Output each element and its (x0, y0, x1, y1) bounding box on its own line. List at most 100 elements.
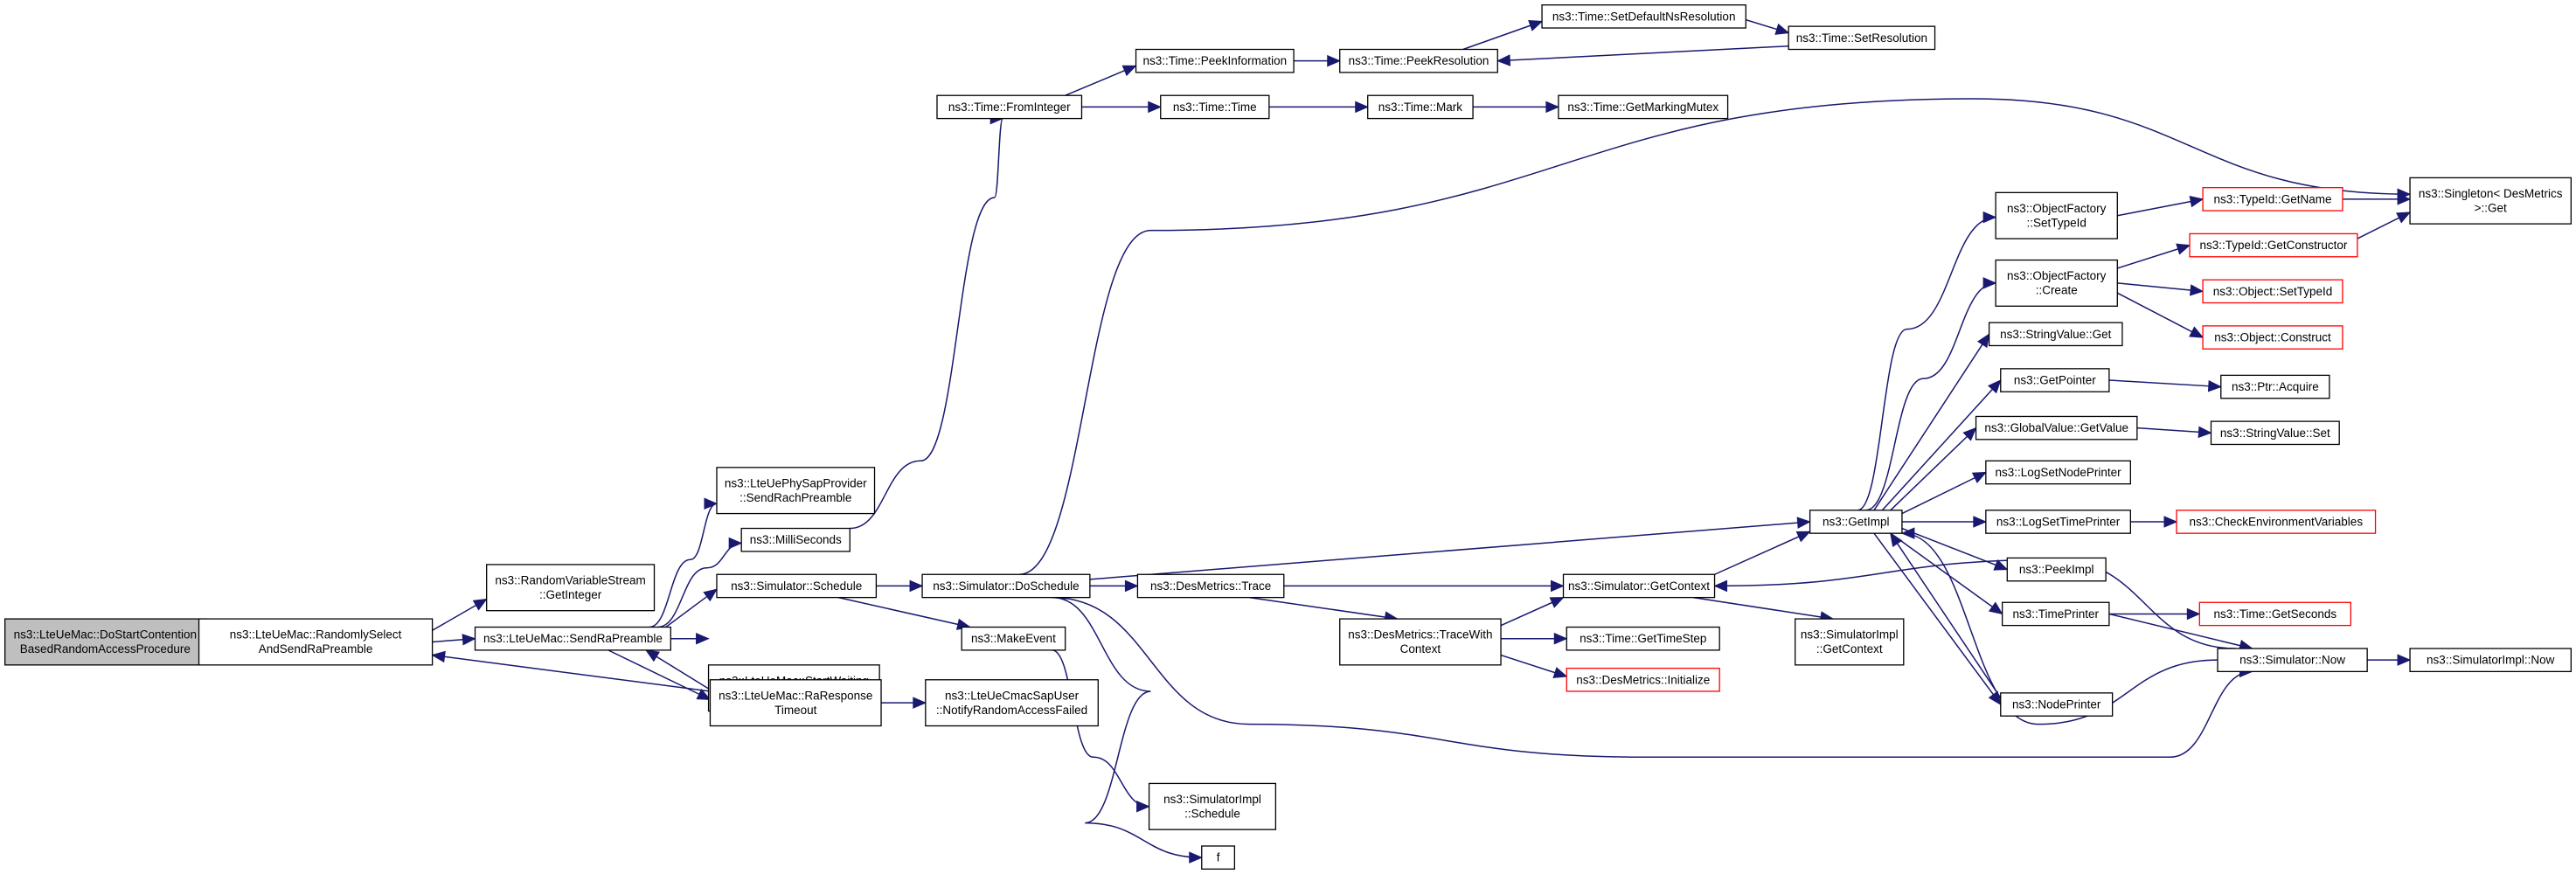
node-box[interactable] (2198, 601, 2351, 627)
node-time-time[interactable]: ns3::Time::Time (1160, 94, 1270, 120)
node-box[interactable] (2001, 601, 2110, 627)
node-from-int[interactable]: ns3::Time::FromInteger (936, 94, 1083, 120)
node-bang[interactable]: f (1201, 845, 1236, 871)
node-box[interactable] (709, 679, 882, 727)
node-box[interactable] (1339, 618, 1502, 666)
node-box[interactable] (2220, 374, 2330, 399)
node-box[interactable] (1201, 845, 1236, 871)
node-send-rapre[interactable]: ns3::LteUeMac::SendRaPreamble (474, 626, 671, 651)
node-rvs-getint[interactable]: ns3::RandomVariableStream::GetInteger (486, 564, 656, 612)
node-sim-sched[interactable]: ns3::Simulator::Schedule (716, 573, 878, 599)
node-ptr-acquire[interactable]: ns3::Ptr::Acquire (2220, 374, 2330, 399)
node-box[interactable] (1809, 510, 1903, 534)
node-box[interactable] (716, 573, 878, 599)
node-box[interactable] (961, 626, 1066, 651)
node-box[interactable] (2202, 325, 2343, 350)
node-box[interactable] (2409, 177, 2573, 225)
node-cmac-notify[interactable]: ns3::LteUeCmacSapUser::NotifyRandomAcces… (925, 679, 1099, 727)
node-box[interactable] (2202, 187, 2343, 212)
node-box[interactable] (925, 679, 1099, 727)
node-des-init[interactable]: ns3::DesMetrics::Initialize (1566, 667, 1720, 692)
node-peek-res[interactable]: ns3::Time::PeekResolution (1339, 48, 1498, 73)
node-get-impl[interactable]: ns3::GetImpl (1809, 510, 1903, 534)
node-box[interactable] (198, 618, 434, 666)
node-mark-mutex[interactable]: ns3::Time::GetMarkingMutex (1558, 94, 1729, 120)
node-sv-get[interactable]: ns3::StringValue::Get (1988, 322, 2123, 347)
node-do-sched[interactable]: ns3::Simulator::DoSchedule (921, 573, 1091, 599)
node-box[interactable] (740, 527, 851, 552)
node-time-mark[interactable]: ns3::Time::Mark (1367, 94, 1474, 120)
node-phy-sap[interactable]: ns3::LteUePhySapProvider::SendRachPreamb… (716, 467, 876, 515)
node-typeid-getctor[interactable]: ns3::TypeId::GetConstructor (2189, 232, 2358, 258)
node-box[interactable] (1136, 573, 1285, 599)
node-box[interactable] (1788, 25, 1936, 51)
node-millis[interactable]: ns3::MilliSeconds (740, 527, 851, 552)
node-box[interactable] (1566, 626, 1720, 651)
node-simimpl-getctx[interactable]: ns3::SimulatorImpl::GetContext (1795, 618, 1905, 666)
node-box[interactable] (1367, 94, 1474, 120)
node-node-printer[interactable]: ns3::NodePrinter (2000, 692, 2114, 717)
edge-do_sched-to-des_trace (1089, 579, 1139, 593)
node-box[interactable] (1339, 48, 1498, 73)
node-box[interactable] (2217, 648, 2368, 673)
node-box[interactable] (1995, 259, 2118, 307)
node-box[interactable] (1795, 618, 1905, 666)
node-box[interactable] (2409, 648, 2573, 673)
node-box[interactable] (2000, 368, 2110, 392)
node-box[interactable] (1985, 460, 2131, 485)
node-box[interactable] (2000, 692, 2114, 717)
node-sim-getctx[interactable]: ns3::Simulator::GetContext (1562, 573, 1716, 599)
node-obj-settype[interactable]: ns3::Object::SetTypeId (2202, 279, 2343, 304)
node-box[interactable] (2176, 510, 2377, 534)
node-singleton[interactable]: ns3::Singleton< DesMetrics>::Get (2409, 177, 2573, 225)
node-box[interactable] (2210, 420, 2340, 446)
node-box[interactable] (1160, 94, 1270, 120)
node-of-settype[interactable]: ns3::ObjectFactory::SetTypeId (1995, 191, 2118, 239)
node-log-node[interactable]: ns3::LogSetNodePrinter (1985, 460, 2131, 485)
node-box[interactable] (2189, 232, 2358, 258)
node-box[interactable] (1148, 782, 1277, 830)
node-box[interactable] (1985, 510, 2131, 534)
node-simimpl-sched[interactable]: ns3::SimulatorImpl::Schedule (1148, 782, 1277, 830)
node-box[interactable] (2202, 279, 2343, 304)
node-get-timestep[interactable]: ns3::Time::GetTimeStep (1566, 626, 1720, 651)
node-rand-select[interactable]: ns3::LteUeMac::RandomlySelectAndSendRaPr… (198, 618, 434, 666)
node-time-printer[interactable]: ns3::TimePrinter (2001, 601, 2110, 627)
node-box[interactable] (716, 467, 876, 515)
node-gv-getvalue[interactable]: ns3::GlobalValue::GetValue (1975, 415, 2138, 440)
node-box[interactable] (474, 626, 671, 651)
node-des-trace[interactable]: ns3::DesMetrics::Trace (1136, 573, 1285, 599)
node-log-time[interactable]: ns3::LogSetTimePrinter (1985, 510, 2131, 534)
node-peek-impl[interactable]: ns3::PeekImpl (2006, 557, 2107, 582)
node-box[interactable] (1988, 322, 2123, 347)
node-box[interactable] (1135, 48, 1295, 73)
node-typeid-getname[interactable]: ns3::TypeId::GetName (2202, 187, 2343, 212)
node-box[interactable] (921, 573, 1091, 599)
node-check-env[interactable]: ns3::CheckEnvironmentVariables (2176, 510, 2377, 534)
node-peek-info[interactable]: ns3::Time::PeekInformation (1135, 48, 1295, 73)
node-box[interactable] (1566, 667, 1720, 692)
node-box[interactable] (1975, 415, 2138, 440)
node-of-create[interactable]: ns3::ObjectFactory::Create (1995, 259, 2118, 307)
node-root[interactable]: ns3::LteUeMac::DoStartContentionBasedRan… (3, 618, 206, 666)
node-set-res[interactable]: ns3::Time::SetResolution (1788, 25, 1936, 51)
node-make-event[interactable]: ns3::MakeEvent (961, 626, 1066, 651)
edge-set_def_ns-to-set_res (1746, 18, 1790, 35)
node-box[interactable] (2006, 557, 2107, 582)
node-time-getsec[interactable]: ns3::Time::GetSeconds (2198, 601, 2351, 627)
node-box[interactable] (936, 94, 1083, 120)
node-simimpl-now[interactable]: ns3::SimulatorImpl::Now (2409, 648, 2573, 673)
node-box[interactable] (1995, 191, 2118, 239)
node-sim-now[interactable]: ns3::Simulator::Now (2217, 648, 2368, 673)
node-sv-set[interactable]: ns3::StringValue::Set (2210, 420, 2340, 446)
node-box[interactable] (1562, 573, 1716, 599)
node-box[interactable] (1541, 3, 1746, 29)
node-obj-construct[interactable]: ns3::Object::Construct (2202, 325, 2343, 350)
node-get-pointer[interactable]: ns3::GetPointer (2000, 368, 2110, 392)
node-box[interactable] (3, 618, 206, 666)
node-box[interactable] (486, 564, 656, 612)
node-set-def-ns[interactable]: ns3::Time::SetDefaultNsResolution (1541, 3, 1746, 29)
node-box[interactable] (1558, 94, 1729, 120)
